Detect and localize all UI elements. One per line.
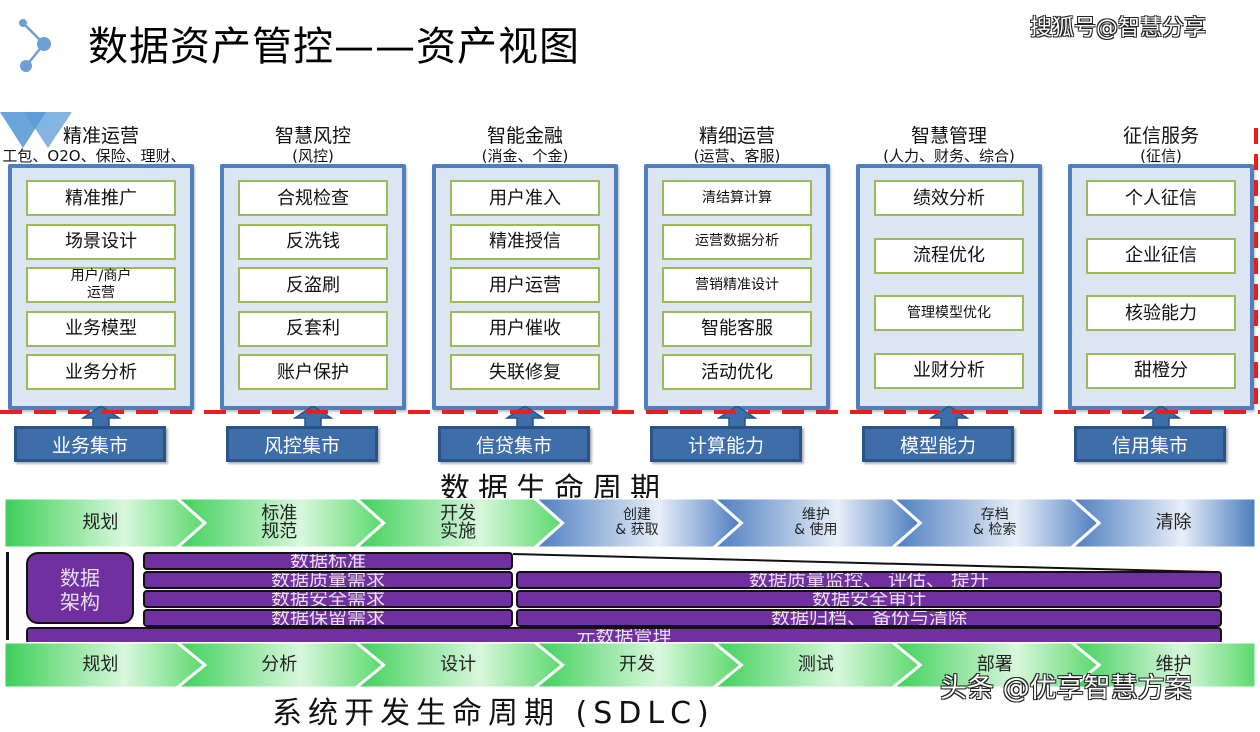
watermark-sohu: 搜狐号@智慧分享 [1030, 16, 1207, 41]
bar-data-quality-monitoring: 数据质量监控、 评估、 提升 [516, 571, 1222, 589]
column-title: 精准运营 [62, 125, 139, 147]
capability-item: 流程优化 [874, 237, 1024, 274]
capability-item: 反套利 [238, 310, 388, 347]
sdlc-stage-label: 维护 [1155, 654, 1192, 675]
column-subtitle: (运营、客服) [693, 147, 781, 165]
column-title: 智慧风控 [274, 125, 351, 147]
lifecycle-stage-label: 清除 [1155, 512, 1192, 533]
capability-item: 清结算计算 [662, 180, 812, 216]
capability-item: 业务模型 [26, 310, 176, 347]
architecture-left-rule [6, 552, 9, 640]
capability-item: 用户催收 [450, 310, 600, 347]
bar-data-retention-requirement: 数据保留需求 [143, 609, 513, 627]
column-title: 征信服务 [1122, 125, 1199, 147]
capability-item: 智能客服 [662, 310, 812, 347]
sdlc-stage-label: 规划 [82, 654, 119, 675]
sdlc-chevrons [2, 642, 1258, 690]
data-mart-box: 计算能力 [650, 426, 802, 462]
lifecycle-stage-label: 标准 规范 [261, 503, 298, 542]
sdlc-stage-label: 部署 [976, 654, 1013, 675]
data-mart-box: 信用集市 [1074, 426, 1226, 462]
capability-item: 用户准入 [450, 180, 600, 216]
bar-data-standard: 数据标准 [143, 552, 513, 570]
capability-item: 反盗刷 [238, 267, 388, 303]
decorative-triangle-icon [0, 112, 72, 148]
capability-item: 活动优化 [662, 354, 812, 390]
capability-item: 核验能力 [1086, 295, 1236, 331]
watermark-toutiao: 头条 @优享智慧方案 [940, 673, 1192, 704]
bar-data-quality-requirement: 数据质量需求 [143, 571, 513, 589]
connected-nodes-icon [19, 19, 51, 72]
sdlc-title: 系统开发生命周期 (SDLC) [272, 696, 715, 731]
capability-item: 精准推广 [26, 180, 176, 216]
capability-item: 甜橙分 [1086, 352, 1236, 389]
lifecycle-stage-label: 规划 [82, 512, 119, 533]
bar-data-security-audit: 数据安全审计 [516, 590, 1222, 608]
capability-item: 用户/商户 运营 [26, 267, 176, 303]
capability-item: 反洗钱 [238, 223, 388, 260]
data-mart-box: 风控集市 [226, 426, 378, 462]
capability-item: 运营数据分析 [662, 223, 812, 260]
capability-item: 失联修复 [450, 354, 600, 390]
up-arrow-icon [929, 406, 969, 428]
column-subtitle: (征信) [1140, 147, 1182, 165]
column-title: 智能金融 [486, 125, 563, 147]
capability-item: 精准授信 [450, 223, 600, 260]
capability-item: 绩效分析 [874, 180, 1024, 216]
sdlc-stage-label: 测试 [797, 654, 834, 675]
data-mart-box: 信贷集市 [438, 426, 590, 462]
sdlc-chevron [1066, 642, 1258, 690]
lifecycle-stage-label: 创建 & 获取 [615, 507, 659, 538]
lifecycle-chevron [1067, 498, 1258, 550]
dashed-divider [0, 410, 1260, 414]
lifecycle-stage-label: 维护 & 使用 [794, 507, 838, 538]
capability-item: 管理模型优化 [874, 295, 1024, 331]
capability-item: 业财分析 [874, 352, 1024, 389]
data-lifecycle-chevrons [2, 498, 1258, 550]
sdlc-stage-label: 设计 [440, 654, 477, 675]
column-subtitle: (消金、个金) [481, 147, 569, 165]
capability-item: 场景设计 [26, 223, 176, 260]
capability-item: 业务分析 [26, 354, 176, 390]
capability-item: 合规检查 [238, 180, 388, 216]
capability-item: 营销精准设计 [662, 267, 812, 303]
lifecycle-stage-label: 存档 & 检索 [973, 507, 1017, 538]
capability-item: 用户运营 [450, 267, 600, 303]
data-mart-box: 业务集市 [14, 426, 166, 462]
bar-data-security-requirement: 数据安全需求 [143, 590, 513, 608]
sdlc-stage-label: 开发 [618, 654, 655, 675]
column-title: 精细运营 [698, 125, 775, 147]
bar-data-archive-backup: 数据归档、 备份与清除 [516, 609, 1222, 627]
up-arrow-icon [505, 406, 545, 428]
page-title: 数据资产管控——资产视图 [88, 24, 580, 70]
data-architecture-label: 数据 架构 [26, 552, 134, 624]
up-arrow-icon [293, 406, 333, 428]
dashed-divider-vertical [1254, 128, 1258, 412]
column-subtitle: 工包、O2O、保险、理财、 [2, 147, 186, 165]
column-subtitle: (风控) [292, 147, 334, 165]
lifecycle-stage-label: 开发 实施 [440, 503, 477, 542]
connector-line [513, 553, 1213, 573]
up-arrow-icon [1141, 406, 1181, 428]
column-subtitle: (人力、财务、综合) [883, 147, 1015, 165]
capability-item: 个人征信 [1086, 180, 1236, 216]
capability-item: 账户保护 [238, 354, 388, 390]
data-mart-box: 模型能力 [862, 426, 1014, 462]
sdlc-stage-label: 分析 [261, 654, 298, 675]
column-title: 智慧管理 [910, 125, 987, 147]
up-arrow-icon [717, 406, 757, 428]
capability-item: 企业征信 [1086, 237, 1236, 274]
up-arrow-icon [81, 406, 121, 428]
